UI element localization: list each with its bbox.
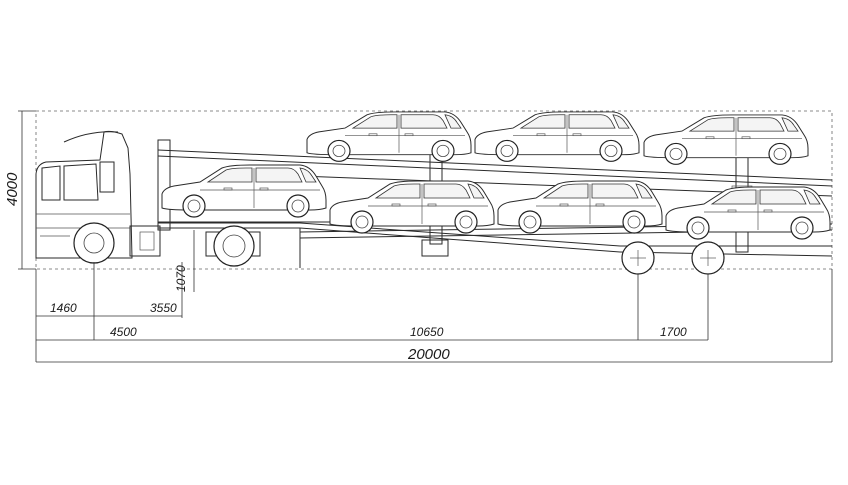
car-lower-1 <box>161 164 327 218</box>
dim-clearance-label: 1070 <box>174 265 188 292</box>
car-upper-1 <box>306 111 472 162</box>
tractor-front-wheel <box>73 222 115 264</box>
clearance-dimension: 1070 <box>174 230 195 292</box>
envelope-outline <box>35 110 833 270</box>
dim-height-label: 4000 <box>4 172 21 206</box>
trailer-axle-wheels <box>621 241 725 275</box>
car-upper-2 <box>474 111 640 162</box>
car-upper-3 <box>643 114 809 165</box>
dim-1700-label: 1700 <box>660 325 687 339</box>
dim-4500-label: 4500 <box>110 325 137 339</box>
tractor-cab <box>35 130 161 259</box>
car-lower-3 <box>497 180 663 234</box>
dim-1460-label: 1460 <box>50 301 77 315</box>
dim-10650-label: 10650 <box>410 325 444 339</box>
car-lower-2 <box>329 180 495 234</box>
height-dimension: 4000 <box>4 110 36 270</box>
car-lower-4 <box>665 186 831 240</box>
upper-deck-cars <box>306 111 809 165</box>
length-dimensions: 1460 3550 4500 10650 1700 20000 <box>35 262 833 363</box>
dim-20000-label: 20000 <box>407 346 450 363</box>
dim-3550-label: 3550 <box>150 301 177 315</box>
coupling-wheels <box>205 225 261 267</box>
